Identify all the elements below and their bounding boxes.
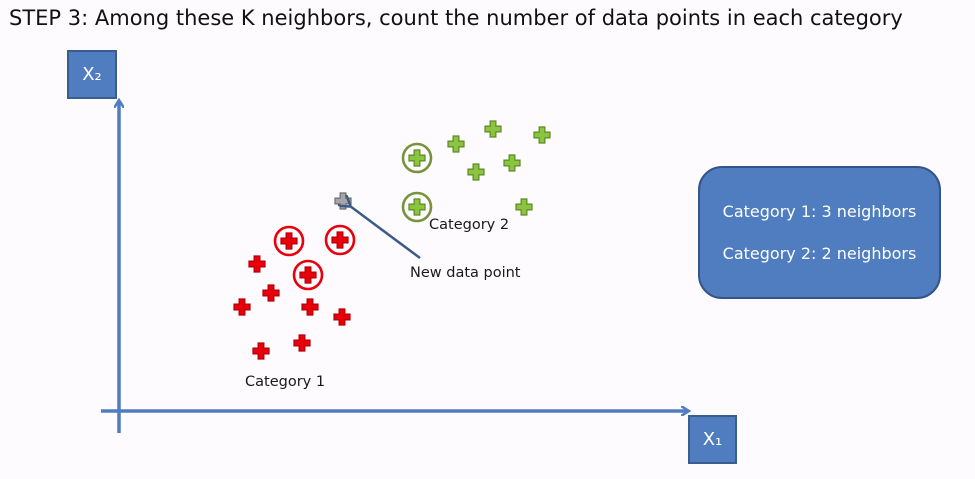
category-1-point — [248, 255, 266, 273]
category-1-label: Category 1 — [245, 374, 325, 390]
data-points — [233, 120, 551, 360]
category-2-point — [533, 126, 551, 144]
category-1-point — [301, 298, 319, 316]
category-1-point — [331, 231, 349, 249]
category-2-point — [408, 198, 426, 216]
x-axis-label: X₁ — [702, 429, 723, 450]
x-axis-label-box: X₁ — [688, 415, 737, 464]
category-2-point — [447, 135, 465, 153]
neighbor-rings — [273, 142, 433, 291]
category-1-point — [299, 266, 317, 284]
category-1-count: Category 1: 3 neighbors — [722, 202, 917, 221]
category-2-point — [408, 149, 426, 167]
category-1-point — [333, 308, 351, 326]
category-2-point — [515, 198, 533, 216]
category-2-neighbor-ring — [401, 142, 433, 174]
category-2-label: Category 2 — [429, 217, 509, 233]
category-2-count: Category 2: 2 neighbors — [722, 244, 917, 263]
category-1-point — [233, 298, 251, 316]
new-data-point-label: New data point — [410, 265, 521, 281]
category-1-point — [293, 334, 311, 352]
category-2-point — [503, 154, 521, 172]
category-2-point — [484, 120, 502, 138]
category-2-neighbor-ring — [401, 191, 433, 223]
y-axis-label-box: X₂ — [67, 50, 117, 99]
category-1-point — [262, 284, 280, 302]
neighbor-count-summary: Category 1: 3 neighbors Category 2: 2 ne… — [698, 166, 941, 299]
new-point-arrow — [350, 206, 421, 260]
y-axis-label: X₂ — [82, 64, 102, 85]
category-1-neighbor-ring — [273, 225, 305, 257]
category-1-point — [280, 232, 298, 250]
category-1-point — [252, 342, 270, 360]
step-title: STEP 3: Among these K neighbors, count t… — [9, 6, 903, 30]
new-data-point — [334, 192, 352, 210]
category-1-neighbor-ring — [324, 224, 356, 256]
category-1-neighbor-ring — [292, 259, 324, 291]
category-2-point — [467, 163, 485, 181]
